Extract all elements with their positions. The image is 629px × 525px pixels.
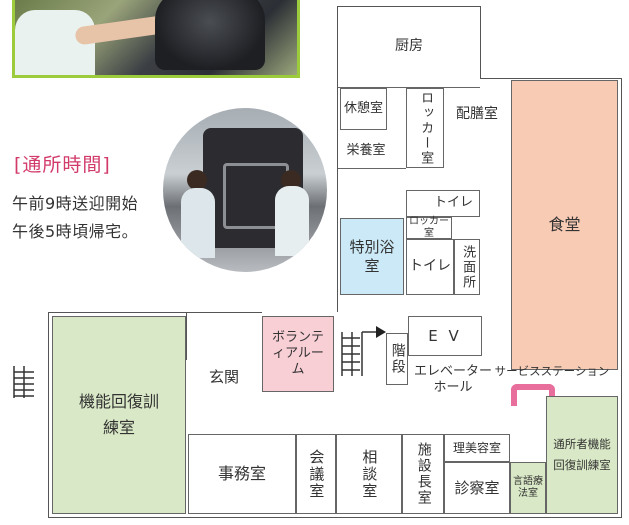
room-nutrition: 栄養室 <box>346 142 386 158</box>
room-stairs: 階段 <box>386 333 408 385</box>
room-rehab: 機能回復訓練室 <box>52 316 186 514</box>
room-rest: 休憩室 <box>340 88 387 130</box>
room-kitchen: 厨房 <box>395 38 423 55</box>
staff-right <box>275 186 309 256</box>
room-barber: 理美容室 <box>444 434 510 462</box>
room-toilet-1: トイレ <box>406 190 480 217</box>
room-meeting: 会議室 <box>296 434 336 514</box>
room-locker-label: ロッカー室 <box>418 90 434 166</box>
stairs-icon <box>338 318 388 380</box>
elevator-hall-label: エレベーターホール <box>413 363 492 395</box>
day-service-photo-top <box>12 0 300 78</box>
entrance-steps-icon <box>10 362 38 402</box>
north-wall-west <box>48 312 262 313</box>
staff-head-right <box>281 170 301 190</box>
vehicle-seat <box>155 0 265 70</box>
room-serving: 配膳室 <box>456 106 498 123</box>
pickup-van-photo <box>163 108 327 272</box>
room-dining: 食堂 <box>511 80 618 370</box>
service-station-label: サービスステーション <box>494 363 610 378</box>
entrance-wall <box>186 312 187 360</box>
room-consult: 相談室 <box>336 434 402 514</box>
room-toilet-2: トイレ <box>406 239 454 295</box>
kitchen-wall <box>338 87 480 88</box>
room-director-label: 施設長室 <box>415 442 432 506</box>
room-entrance: 玄関 <box>208 367 239 386</box>
room-consult-label: 相談室 <box>360 448 379 500</box>
room-office: 事務室 <box>188 434 296 514</box>
room-day-rehab: 通所者機能回復訓練室 <box>546 396 618 514</box>
service-hours-line2: 午後5時頃帰宅。 <box>12 222 139 241</box>
staff-head-left <box>187 170 207 190</box>
corridor-wall <box>338 168 406 169</box>
room-washroom: 洗面所 <box>454 239 480 295</box>
service-station-counter <box>511 384 555 406</box>
room-volunteer: ボランティアルーム <box>262 316 334 392</box>
room-elevator: E V <box>408 316 482 356</box>
service-hours-title: [通所時間] <box>14 154 111 176</box>
room-clinic: 診察室 <box>444 462 510 514</box>
service-hours-line1: 午前9時送迎開始 <box>12 194 139 213</box>
room-director: 施設長室 <box>402 434 444 514</box>
room-stairs-label: 階段 <box>389 343 406 375</box>
room-meeting-label: 会議室 <box>307 448 326 500</box>
room-special-bath: 特別浴室 <box>340 218 404 295</box>
room-locker: ロッカー室 <box>406 88 444 168</box>
room-locker-2: ロッカー室 <box>406 216 452 239</box>
room-speech-therapy: 言語療法室 <box>510 462 546 514</box>
room-washroom-label: 洗面所 <box>460 244 476 290</box>
staff-left <box>181 188 215 258</box>
